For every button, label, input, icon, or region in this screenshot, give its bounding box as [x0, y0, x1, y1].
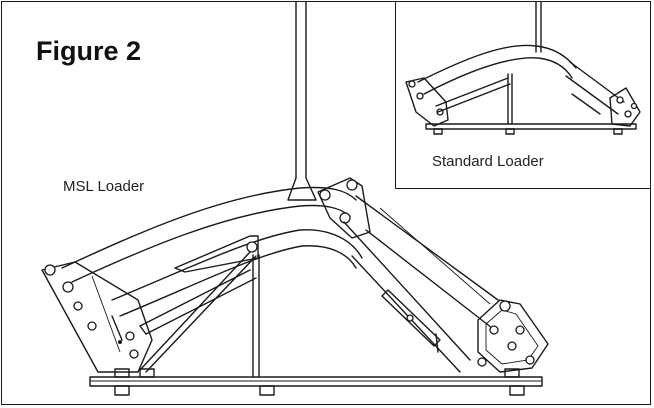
figure-title: Figure 2 [36, 36, 142, 66]
standard-loader-inset [395, 1, 651, 189]
standard-loader-drawing [405, 2, 641, 135]
msl-loader-label: MSL Loader [63, 178, 145, 195]
standard-loader-label: Standard Loader [432, 153, 544, 170]
